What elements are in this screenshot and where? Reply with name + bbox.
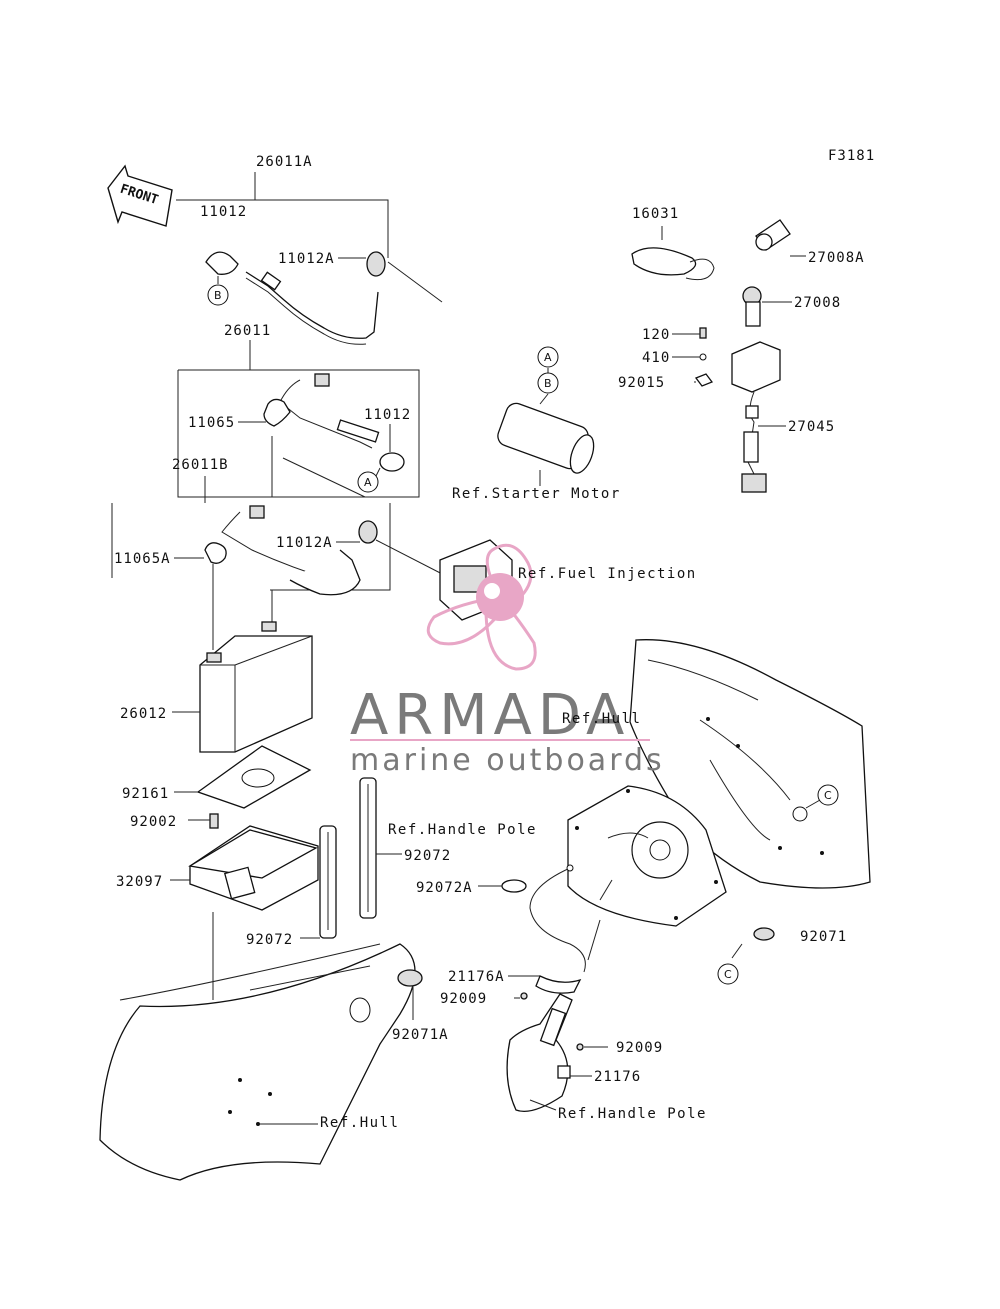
label-26012: 26012 [120,706,167,722]
callout-a-mid: A [357,467,381,493]
label-11065: 11065 [188,415,235,431]
bolt-92002 [188,813,219,829]
ground-cable [478,864,586,1000]
label-92072A: 92072A [416,880,473,896]
label-11012-top: 11012 [200,204,247,220]
label-11012A-mid: 11012A [276,535,333,551]
lower-cable-group [111,476,451,650]
brand-name: ARMADA [350,683,630,748]
label-21176A: 21176A [448,969,505,985]
ref-starter-motor: Ref.Starter Motor [452,486,621,502]
label-27008A: 27008A [808,250,865,266]
ref-handle-pole-bottom: Ref.Handle Pole [558,1106,707,1122]
strap-left [300,825,337,939]
callout-b-starter: B [537,372,559,394]
lanyard-cord [631,226,715,281]
svg-text:A: A [544,351,552,364]
label-120: 120 [642,327,670,343]
hull-left [99,943,423,1181]
label-92072-left: 92072 [246,932,293,948]
label-92161: 92161 [122,786,169,802]
handle-pole-plate [567,785,727,961]
handle-pole-mount [506,993,608,1113]
label-92015: 92015 [618,375,665,391]
label-11012A-top: 11012A [278,251,335,267]
nut-92015 [694,373,714,387]
callout-c-hull: C [805,784,839,809]
label-26011B: 26011B [172,457,229,473]
battery-case [170,825,319,1000]
label-32097: 32097 [116,874,163,890]
label-410: 410 [642,350,670,366]
label-92071A: 92071A [392,1027,449,1043]
ref-fuel-injection: Ref.Fuel Injection [518,566,697,582]
label-16031: 16031 [632,206,679,222]
ref-handle-pole-mid: Ref.Handle Pole [388,822,537,838]
screw-120 [672,327,707,339]
label-92072-right: 92072 [404,848,451,864]
key-27008 [742,286,792,327]
starter-motor [497,368,595,486]
propeller-logo-icon [426,543,537,671]
label-11012-mid: 11012 [364,407,411,423]
brand-watermark: ARMADA marine outboards [350,543,665,778]
battery-mat [174,745,312,809]
label-26011: 26011 [224,323,271,339]
label-21176: 21176 [594,1069,641,1085]
top-cable-group [176,172,443,345]
switch-27045 [731,341,786,493]
label-27008: 27008 [794,295,841,311]
washer-410 [672,353,707,361]
figure-code: F3181 [828,148,875,164]
mid-cable-group [177,340,420,498]
strap-right [359,777,402,919]
key-27008A [755,219,806,257]
callout-a-starter: A [537,346,559,368]
battery [172,621,313,753]
label-92009-left: 92009 [440,991,487,1007]
label-92009-right: 92009 [616,1040,663,1056]
svg-text:C: C [724,968,732,981]
callout-b-top: B [207,276,229,306]
label-92002: 92002 [130,814,177,830]
callout-c-low: C [717,943,743,985]
grommet-92071 [753,927,775,941]
label-26011A: 26011A [256,154,313,170]
ref-hull-right: Ref.Hull [562,711,641,727]
front-arrow-icon: FRONT [107,164,173,227]
svg-text:C: C [824,789,832,802]
label-11065A: 11065A [114,551,171,567]
svg-text:B: B [214,289,222,302]
label-92071: 92071 [800,929,847,945]
label-27045: 27045 [788,419,835,435]
svg-text:A: A [364,476,372,489]
svg-text:B: B [544,377,552,390]
brand-tagline: marine outboards [350,743,665,778]
ref-hull-left: Ref.Hull [320,1115,399,1131]
